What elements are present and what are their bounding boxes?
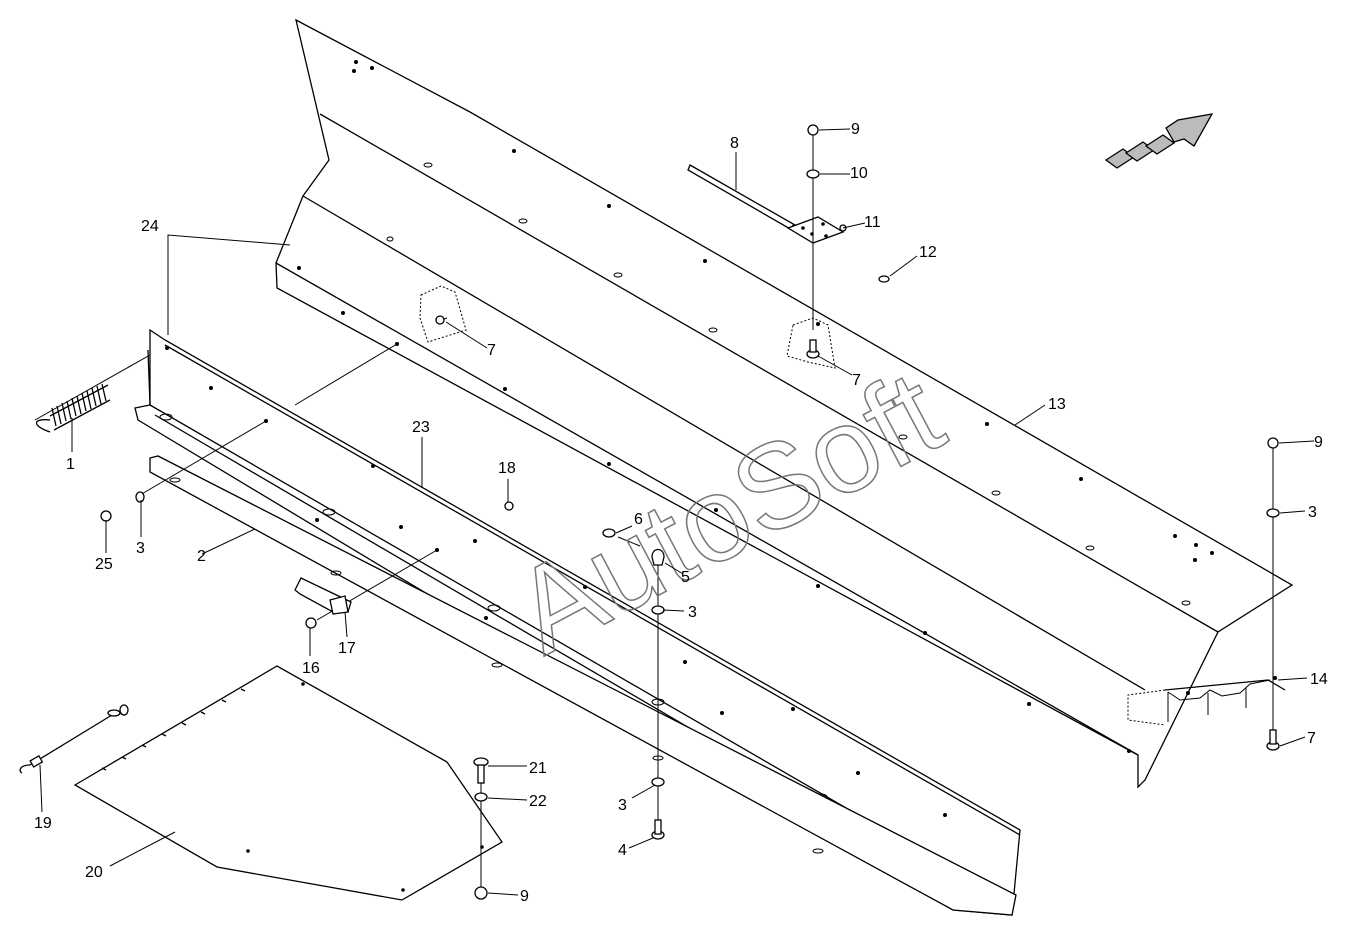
- callout-21: 21: [529, 760, 547, 777]
- direction-arrow-icon: [1104, 113, 1214, 169]
- callout-6: 6: [634, 511, 643, 528]
- callout-25: 25: [95, 556, 113, 573]
- callout-18: 18: [498, 460, 516, 477]
- callout-9: 9: [1314, 434, 1323, 451]
- callout-11: 11: [864, 214, 881, 231]
- callout-7: 7: [487, 342, 496, 359]
- callout-12: 12: [919, 244, 937, 261]
- phantom-outline-b: [786, 317, 836, 369]
- rod: [687, 164, 797, 232]
- callout-24: 24: [141, 218, 159, 235]
- tension-spring: [35, 383, 111, 433]
- callout-3: 3: [618, 797, 627, 814]
- callout-20: 20: [85, 864, 103, 881]
- callout-17: 17: [338, 640, 356, 657]
- phantom-outline-a: [419, 285, 467, 343]
- callout-13: 13: [1048, 396, 1066, 413]
- hardware: [100, 124, 1280, 900]
- callout-2: 2: [197, 548, 206, 565]
- hood-panel: [275, 18, 1294, 789]
- callout-22: 22: [529, 793, 547, 810]
- callout-7: 7: [1307, 730, 1316, 747]
- callout-16: 16: [302, 660, 320, 677]
- callout-7: 7: [852, 372, 861, 389]
- callout-labels: 1 2 3 3 3 3 4 5 6 7 7 7 8 9 9 9 10 11 12…: [34, 121, 1328, 905]
- handle: [294, 577, 352, 615]
- callout-5: 5: [681, 569, 690, 586]
- callout-1: 1: [66, 456, 75, 473]
- end-bracket: [1164, 676, 1286, 722]
- callout-19: 19: [34, 815, 52, 832]
- callout-4: 4: [618, 842, 627, 859]
- callout-10: 10: [850, 165, 868, 182]
- callout-23: 23: [412, 419, 430, 436]
- callout-3: 3: [1308, 504, 1317, 521]
- callout-3: 3: [136, 540, 145, 557]
- leader-lines: [39, 128, 1315, 896]
- callout-3: 3: [688, 604, 697, 621]
- callout-14: 14: [1310, 671, 1328, 688]
- plate: [73, 665, 503, 901]
- callout-9: 9: [520, 888, 529, 905]
- bracket-plate: [786, 216, 847, 244]
- callout-8: 8: [730, 135, 739, 152]
- cable: [19, 704, 129, 774]
- callout-9: 9: [851, 121, 860, 138]
